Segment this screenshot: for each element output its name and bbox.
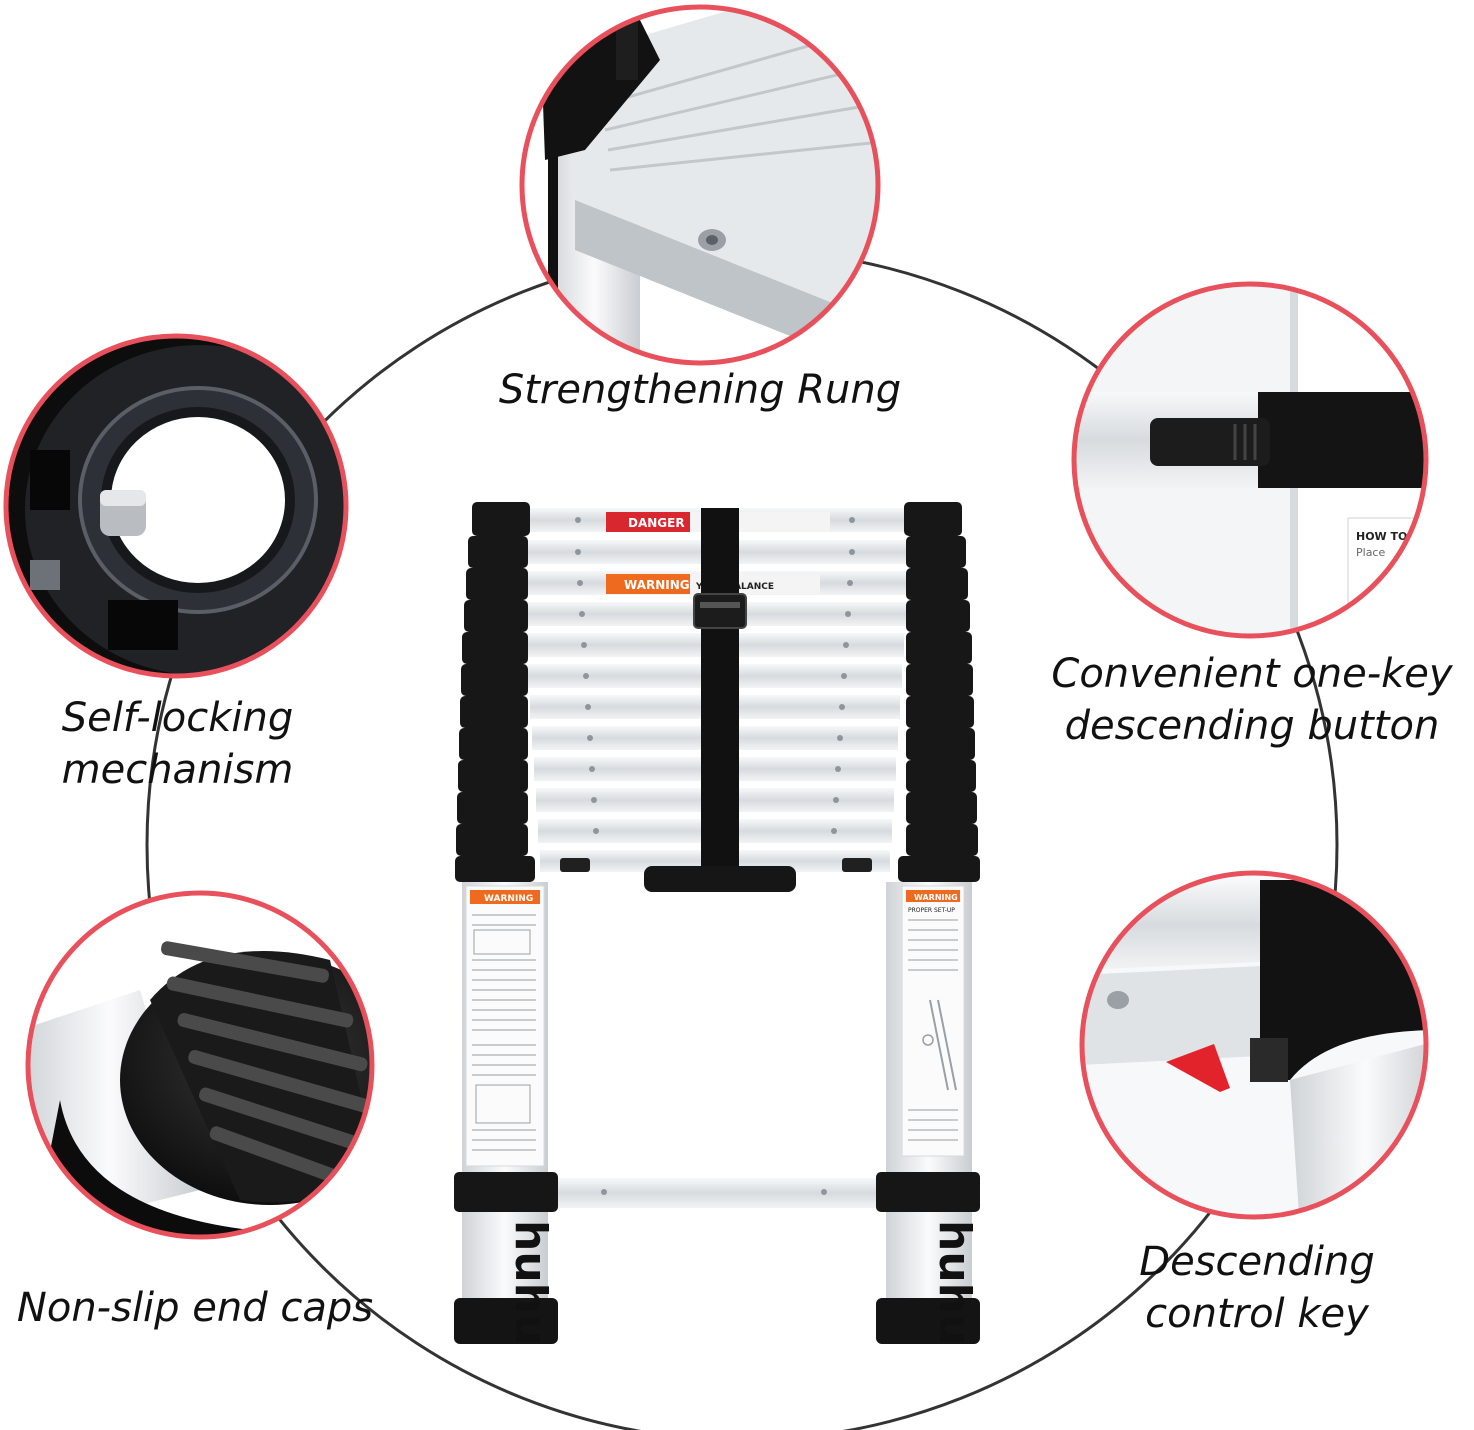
left-end-cap [454, 1298, 558, 1344]
telescopic-ladder: DANGER WARNING YOUR BALANCE [454, 502, 980, 1345]
warning-sticker [606, 574, 690, 594]
one-key-line1: Convenient one-key [1051, 651, 1453, 697]
carry-strap [644, 508, 796, 892]
strengthening-rung-label: Strengthening Rung [440, 364, 960, 416]
strengthening-rung-detail [519, 4, 881, 366]
left-sleeves [455, 502, 535, 882]
right-brand-text: huhu [929, 1220, 980, 1345]
self-locking-detail [3, 333, 349, 679]
warning-text: WARNING [624, 578, 690, 592]
left-instruction-sticker: WARNING [465, 885, 545, 1167]
proper-setup-text: PROPER SET-UP [908, 907, 955, 914]
right-sleeves [898, 502, 980, 882]
how-to-text: HOW TO [1356, 530, 1407, 543]
one-key-button-label: Convenient one-key descending button [1030, 648, 1474, 752]
end-caps-text: Non-slip end caps [16, 1285, 374, 1331]
right-end-cap [876, 1298, 980, 1344]
self-locking-line2: mechanism [61, 747, 294, 793]
danger-text: DANGER [628, 516, 685, 530]
control-key-detail [1079, 870, 1429, 1220]
control-key-line2: control key [1145, 1291, 1369, 1337]
one-key-button-detail: HOW TO Place [1071, 281, 1429, 639]
left-brand-text: huhu [505, 1220, 556, 1345]
right-warning-text: WARNING [914, 893, 958, 902]
self-locking-line1: Self-locking [61, 695, 294, 741]
strengthening-rung-text: Strengthening Rung [498, 367, 902, 413]
control-key-label: Descending control key [1040, 1236, 1474, 1340]
end-caps-label: Non-slip end caps [0, 1282, 390, 1334]
place-text: Place [1356, 546, 1385, 559]
danger-sticker [606, 512, 690, 532]
self-locking-label: Self-locking mechanism [0, 692, 355, 796]
right-instruction-sticker: WARNING PROPER SET-UP [901, 885, 965, 1157]
one-key-line2: descending button [1064, 703, 1440, 749]
left-warning-text: WARNING [484, 894, 533, 904]
control-key-line1: Descending [1139, 1239, 1375, 1285]
end-caps-detail [25, 890, 375, 1240]
